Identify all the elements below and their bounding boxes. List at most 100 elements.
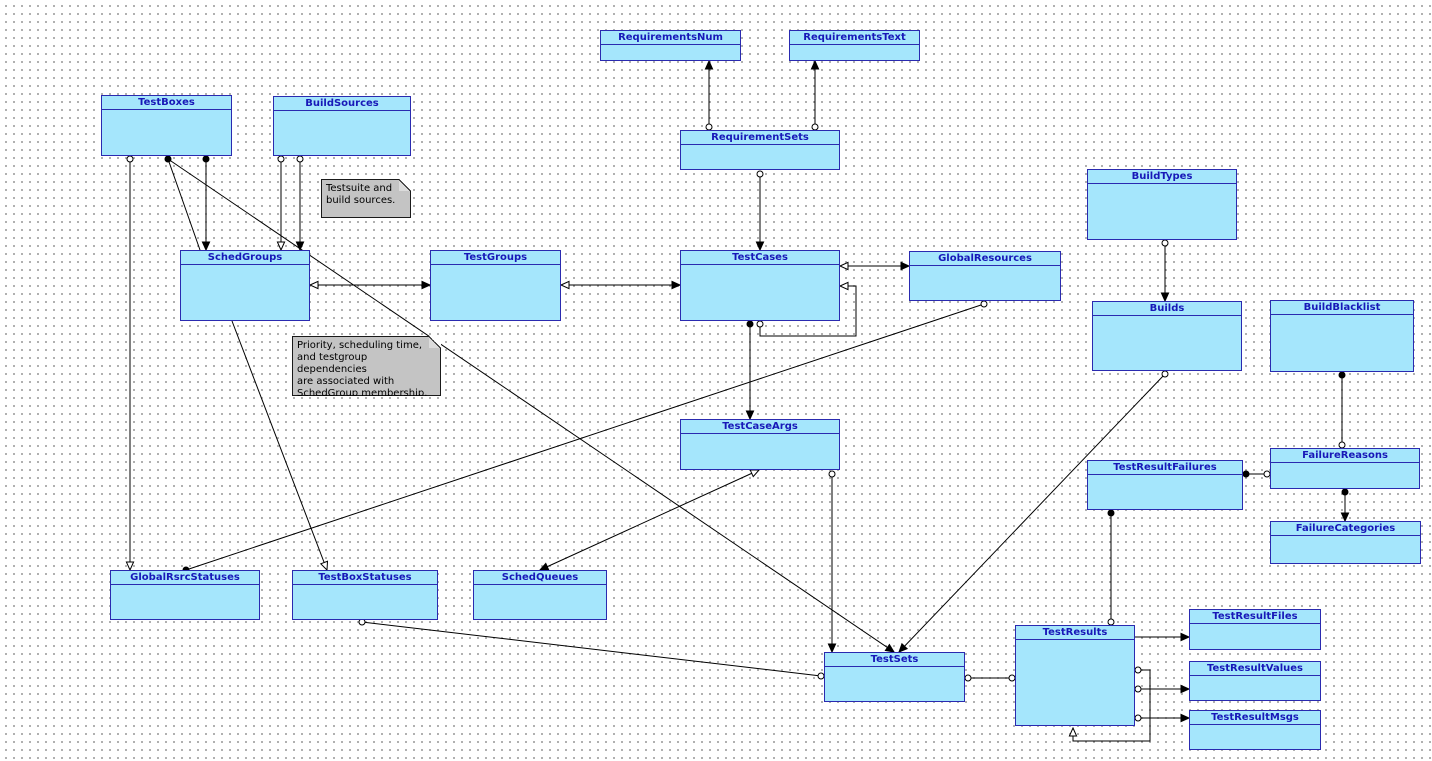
- entity-title: BuildBlacklist: [1271, 301, 1413, 315]
- arrow-head-hollow: [1068, 726, 1078, 737]
- entity-test-groups[interactable]: TestGroups: [430, 250, 561, 321]
- note-testsuite[interactable]: Testsuite and build sources.: [321, 179, 411, 218]
- entity-build-blacklist[interactable]: BuildBlacklist: [1270, 300, 1414, 372]
- hollow-end-marker: [756, 170, 764, 178]
- arrow-head-hollow: [838, 281, 849, 291]
- entity-title: TestResultFailures: [1088, 461, 1242, 475]
- entity-test-cases[interactable]: TestCases: [680, 250, 840, 321]
- arrow-head-filled: [538, 562, 550, 571]
- arrow-head-hollow: [308, 280, 319, 290]
- hollow-end-marker: [964, 674, 972, 682]
- hollow-end-marker: [296, 155, 304, 163]
- hollow-end-marker: [1161, 239, 1169, 247]
- entity-test-sets[interactable]: TestSets: [824, 652, 965, 702]
- arrow-head-filled: [900, 261, 911, 271]
- entity-test-boxes[interactable]: TestBoxes: [101, 95, 232, 156]
- entity-requirements-text[interactable]: RequirementsText: [789, 30, 920, 61]
- entity-test-box-statuses[interactable]: TestBoxStatuses: [292, 570, 438, 620]
- entity-test-results[interactable]: TestResults: [1015, 625, 1135, 726]
- entity-builds[interactable]: Builds: [1092, 301, 1242, 371]
- note-schedgroup[interactable]: Priority, scheduling time, and testgroup…: [292, 336, 441, 396]
- arrow-head-filled: [1340, 512, 1350, 523]
- filled-end-marker: [1338, 371, 1346, 379]
- arrow-head-filled: [1160, 292, 1170, 303]
- arrow-head-filled: [671, 280, 682, 290]
- hollow-end-marker: [980, 300, 988, 308]
- hollow-end-marker: [756, 320, 764, 328]
- hollow-end-marker: [277, 155, 285, 163]
- arrow-head-filled: [421, 280, 432, 290]
- hollow-end-marker: [828, 470, 836, 478]
- entity-global-rsrc-statuses[interactable]: GlobalRsrcStatuses: [110, 570, 260, 620]
- entity-title: FailureCategories: [1271, 522, 1420, 536]
- relationship-line: [539, 469, 760, 571]
- arrow-head-filled: [295, 241, 305, 252]
- entity-sched-groups[interactable]: SchedGroups: [180, 250, 310, 321]
- entity-test-result-failures[interactable]: TestResultFailures: [1087, 460, 1243, 510]
- entity-global-resources[interactable]: GlobalResources: [909, 251, 1061, 301]
- hollow-end-marker: [1161, 370, 1169, 378]
- arrow-head-filled: [1180, 632, 1191, 642]
- entity-title: GlobalResources: [910, 252, 1060, 266]
- relationship-line: [167, 158, 895, 653]
- entity-title: Builds: [1093, 302, 1241, 316]
- filled-end-marker: [746, 320, 754, 328]
- note-text: Priority, scheduling time, and testgroup…: [297, 340, 428, 399]
- relationship-line: [185, 303, 985, 571]
- entity-title: TestResultValues: [1190, 662, 1320, 676]
- arrow-head-hollow: [276, 241, 286, 252]
- note-text: Testsuite and build sources.: [326, 183, 396, 206]
- entity-title: TestSets: [825, 653, 964, 667]
- entity-title: TestBoxStatuses: [293, 571, 437, 585]
- filled-end-marker: [202, 155, 210, 163]
- entity-failure-categories[interactable]: FailureCategories: [1270, 521, 1421, 564]
- arrow-head-filled: [745, 410, 755, 421]
- entity-sched-queues[interactable]: SchedQueues: [473, 570, 607, 620]
- entity-title: RequirementsText: [790, 31, 919, 45]
- entity-test-result-msgs[interactable]: TestResultMsgs: [1189, 710, 1321, 750]
- filled-end-marker: [1242, 470, 1250, 478]
- entity-build-types[interactable]: BuildTypes: [1087, 169, 1237, 240]
- entity-title: SchedGroups: [181, 251, 309, 265]
- entity-title: TestGroups: [431, 251, 560, 265]
- arrow-head-hollow: [559, 280, 570, 290]
- relationship-line: [167, 158, 201, 251]
- arrow-head-filled: [755, 241, 765, 252]
- entity-title: FailureReasons: [1271, 449, 1419, 463]
- entity-title: TestBoxes: [102, 96, 231, 110]
- arrow-head-filled: [898, 642, 909, 653]
- entity-requirements-num[interactable]: RequirementsNum: [600, 30, 741, 61]
- entity-title: TestCases: [681, 251, 839, 265]
- relationship-line: [1072, 669, 1151, 742]
- note-fold-icon: [429, 336, 441, 348]
- arrow-head-hollow: [749, 469, 761, 478]
- entity-test-case-args[interactable]: TestCaseArgs: [680, 419, 840, 470]
- entity-build-sources[interactable]: BuildSources: [273, 96, 411, 156]
- hollow-end-marker: [1134, 714, 1142, 722]
- entity-title: TestResults: [1016, 626, 1134, 640]
- arrow-head-filled: [704, 59, 714, 70]
- entity-requirement-sets[interactable]: RequirementSets: [680, 130, 840, 170]
- arrow-head-filled: [827, 643, 837, 654]
- entity-test-result-files[interactable]: TestResultFiles: [1189, 609, 1321, 650]
- filled-end-marker: [1341, 488, 1349, 496]
- note-fold-icon: [399, 179, 411, 191]
- entity-title: TestResultMsgs: [1190, 711, 1320, 725]
- arrow-head-hollow: [125, 561, 135, 572]
- arrow-head-filled: [810, 59, 820, 70]
- arrow-head-filled: [1180, 713, 1191, 723]
- filled-end-marker: [1107, 509, 1115, 517]
- entity-title: TestResultFiles: [1190, 610, 1320, 624]
- arrow-head-filled: [201, 241, 211, 252]
- entity-title: RequirementSets: [681, 131, 839, 145]
- arrow-head-hollow: [838, 261, 849, 271]
- entity-test-result-values[interactable]: TestResultValues: [1189, 661, 1321, 701]
- arrow-head-filled: [884, 643, 896, 653]
- relationship-line: [898, 373, 1166, 653]
- entity-failure-reasons[interactable]: FailureReasons: [1270, 448, 1420, 489]
- entity-title: GlobalRsrcStatuses: [111, 571, 259, 585]
- entity-title: BuildTypes: [1088, 170, 1236, 184]
- arrow-head-hollow: [319, 560, 329, 572]
